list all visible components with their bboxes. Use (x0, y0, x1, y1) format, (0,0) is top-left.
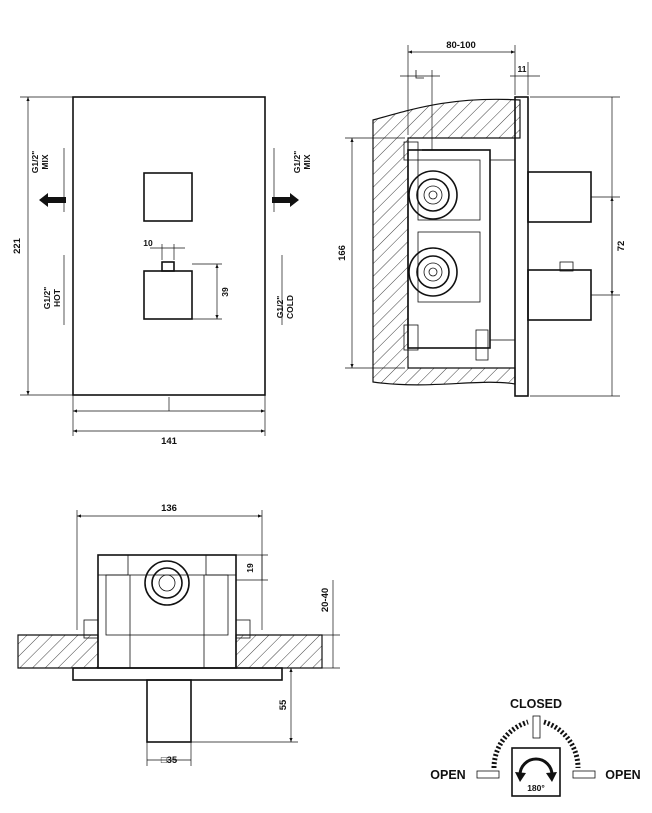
valve-body-box (407, 149, 491, 349)
left-outlet-arrow (39, 193, 66, 207)
right-mix-port-label: MIX (302, 154, 312, 169)
handle-square (511, 747, 561, 797)
hot-port-size: G1/2" (42, 287, 52, 309)
dim-knob-offset: 10 (143, 238, 153, 248)
rotation-label: 180° (527, 783, 545, 793)
side-view: 80-100 11 166 72 (337, 40, 627, 397)
top-knob (146, 679, 192, 743)
handle-diagram: CLOSED OPEN OPEN 180° (430, 697, 641, 797)
rotation-arc-left (491, 719, 529, 769)
front-plate (72, 96, 266, 396)
right-outlet-arrow (272, 193, 299, 207)
closed-label: CLOSED (510, 697, 562, 711)
dim-wall-thickness: 20-40 (320, 588, 331, 612)
dim-top-offset: 19 (245, 563, 255, 573)
lower-knob-side (527, 269, 592, 321)
rotation-arc-right (543, 719, 581, 769)
left-mix-port-size: G1/2" (30, 151, 40, 173)
top-view: 136 19 20-40 55 □35 (17, 503, 340, 766)
side-front-plate (514, 96, 529, 397)
dim-knob-height: 39 (220, 287, 230, 297)
top-box (97, 554, 237, 669)
upper-cartridge (408, 170, 458, 220)
dim-plate-thickness: 11 (518, 64, 527, 74)
hot-port-label: HOT (52, 288, 62, 307)
dim-recess-depth: 80-100 (446, 40, 476, 51)
top-front-plate (72, 667, 283, 681)
cold-port-label: COLD (285, 295, 295, 319)
dim-knob-spacing: 72 (616, 241, 627, 252)
left-mix-port-label: MIX (40, 154, 50, 169)
dim-overall-width: 141 (161, 436, 178, 447)
cold-port-size: G1/2" (275, 296, 285, 318)
open-right-label: OPEN (605, 768, 640, 782)
rotation-arrow-icon (518, 757, 554, 776)
dim-projection: 55 (278, 699, 289, 710)
dim-knob-size: □35 (161, 755, 178, 766)
top-cartridge (144, 560, 190, 606)
dim-overall-height: 221 (12, 237, 23, 254)
front-view: 221 141 10 39 G1/2" MIX G1/2" MIX G1/2" … (12, 96, 312, 447)
upper-knob-side (527, 171, 592, 223)
lower-cartridge (408, 247, 458, 297)
right-mix-port-size: G1/2" (292, 151, 302, 173)
top-wall-section (17, 634, 99, 669)
lever-tab (161, 261, 175, 272)
open-left-label: OPEN (430, 768, 465, 782)
dim-top-width: 136 (161, 503, 177, 514)
dim-side-height: 166 (337, 245, 348, 261)
lower-knob-front (143, 270, 193, 320)
upper-knob-front (143, 172, 193, 222)
side-wall-section (372, 98, 521, 386)
